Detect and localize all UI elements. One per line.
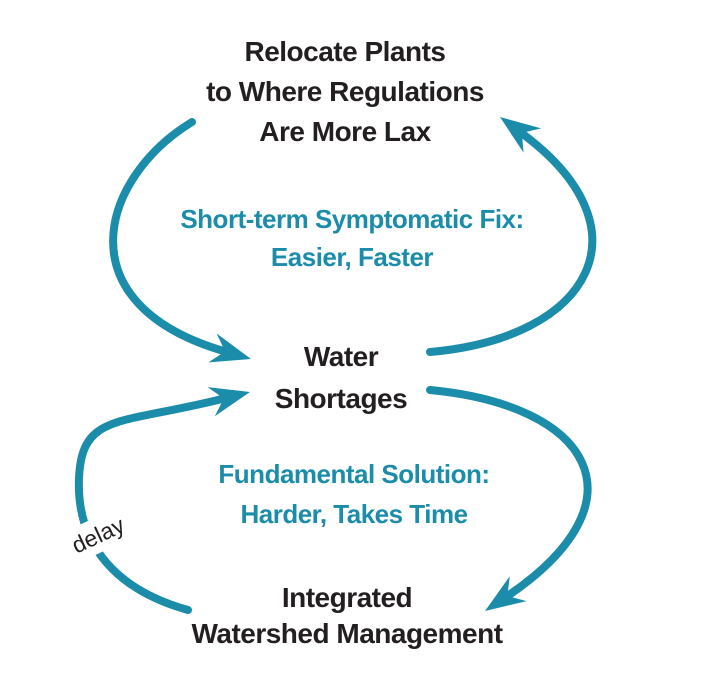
bottom-loop-right-arc <box>426 386 592 601</box>
node-integrated-watershed-management: Integrated Watershed Management <box>191 580 503 652</box>
node-water-shortages-line2: Shortages <box>274 383 408 414</box>
bottom-loop-label-line1: Fundamental Solution: <box>218 459 490 489</box>
top-loop-left-arc <box>109 118 231 356</box>
top-loop-right-arc <box>426 128 597 356</box>
top-loop-label: Short-term Symptomatic Fix: Easier, Fast… <box>180 200 524 276</box>
node-relocate-plants: Relocate Plants to Where Regulations Are… <box>206 32 484 152</box>
node-water-shortages: Water Shortages <box>274 336 408 420</box>
arrowhead-into-top-node-icon <box>500 117 542 153</box>
node-integrated-watershed-line2: Watershed Management <box>191 618 503 649</box>
arrowhead-bottom-loop-into-water-icon <box>207 387 250 417</box>
bottom-loop-label-line2: Harder, Takes Time <box>240 499 468 529</box>
bottom-loop-left-arc <box>74 394 230 614</box>
node-relocate-plants-line3: Are More Lax <box>259 116 431 147</box>
node-integrated-watershed-line1: Integrated <box>281 582 413 613</box>
node-water-shortages-line1: Water <box>303 341 379 372</box>
top-loop-label-line1: Short-term Symptomatic Fix: <box>180 204 524 234</box>
arrowhead-top-loop-into-water-icon <box>208 333 251 363</box>
arrowhead-into-bottom-node-icon <box>485 576 527 611</box>
node-relocate-plants-line2: to Where Regulations <box>206 76 484 107</box>
node-relocate-plants-line1: Relocate Plants <box>244 36 446 67</box>
bottom-loop-label: Fundamental Solution: Harder, Takes Time <box>218 454 490 534</box>
top-loop-label-line2: Easier, Faster <box>270 242 434 272</box>
